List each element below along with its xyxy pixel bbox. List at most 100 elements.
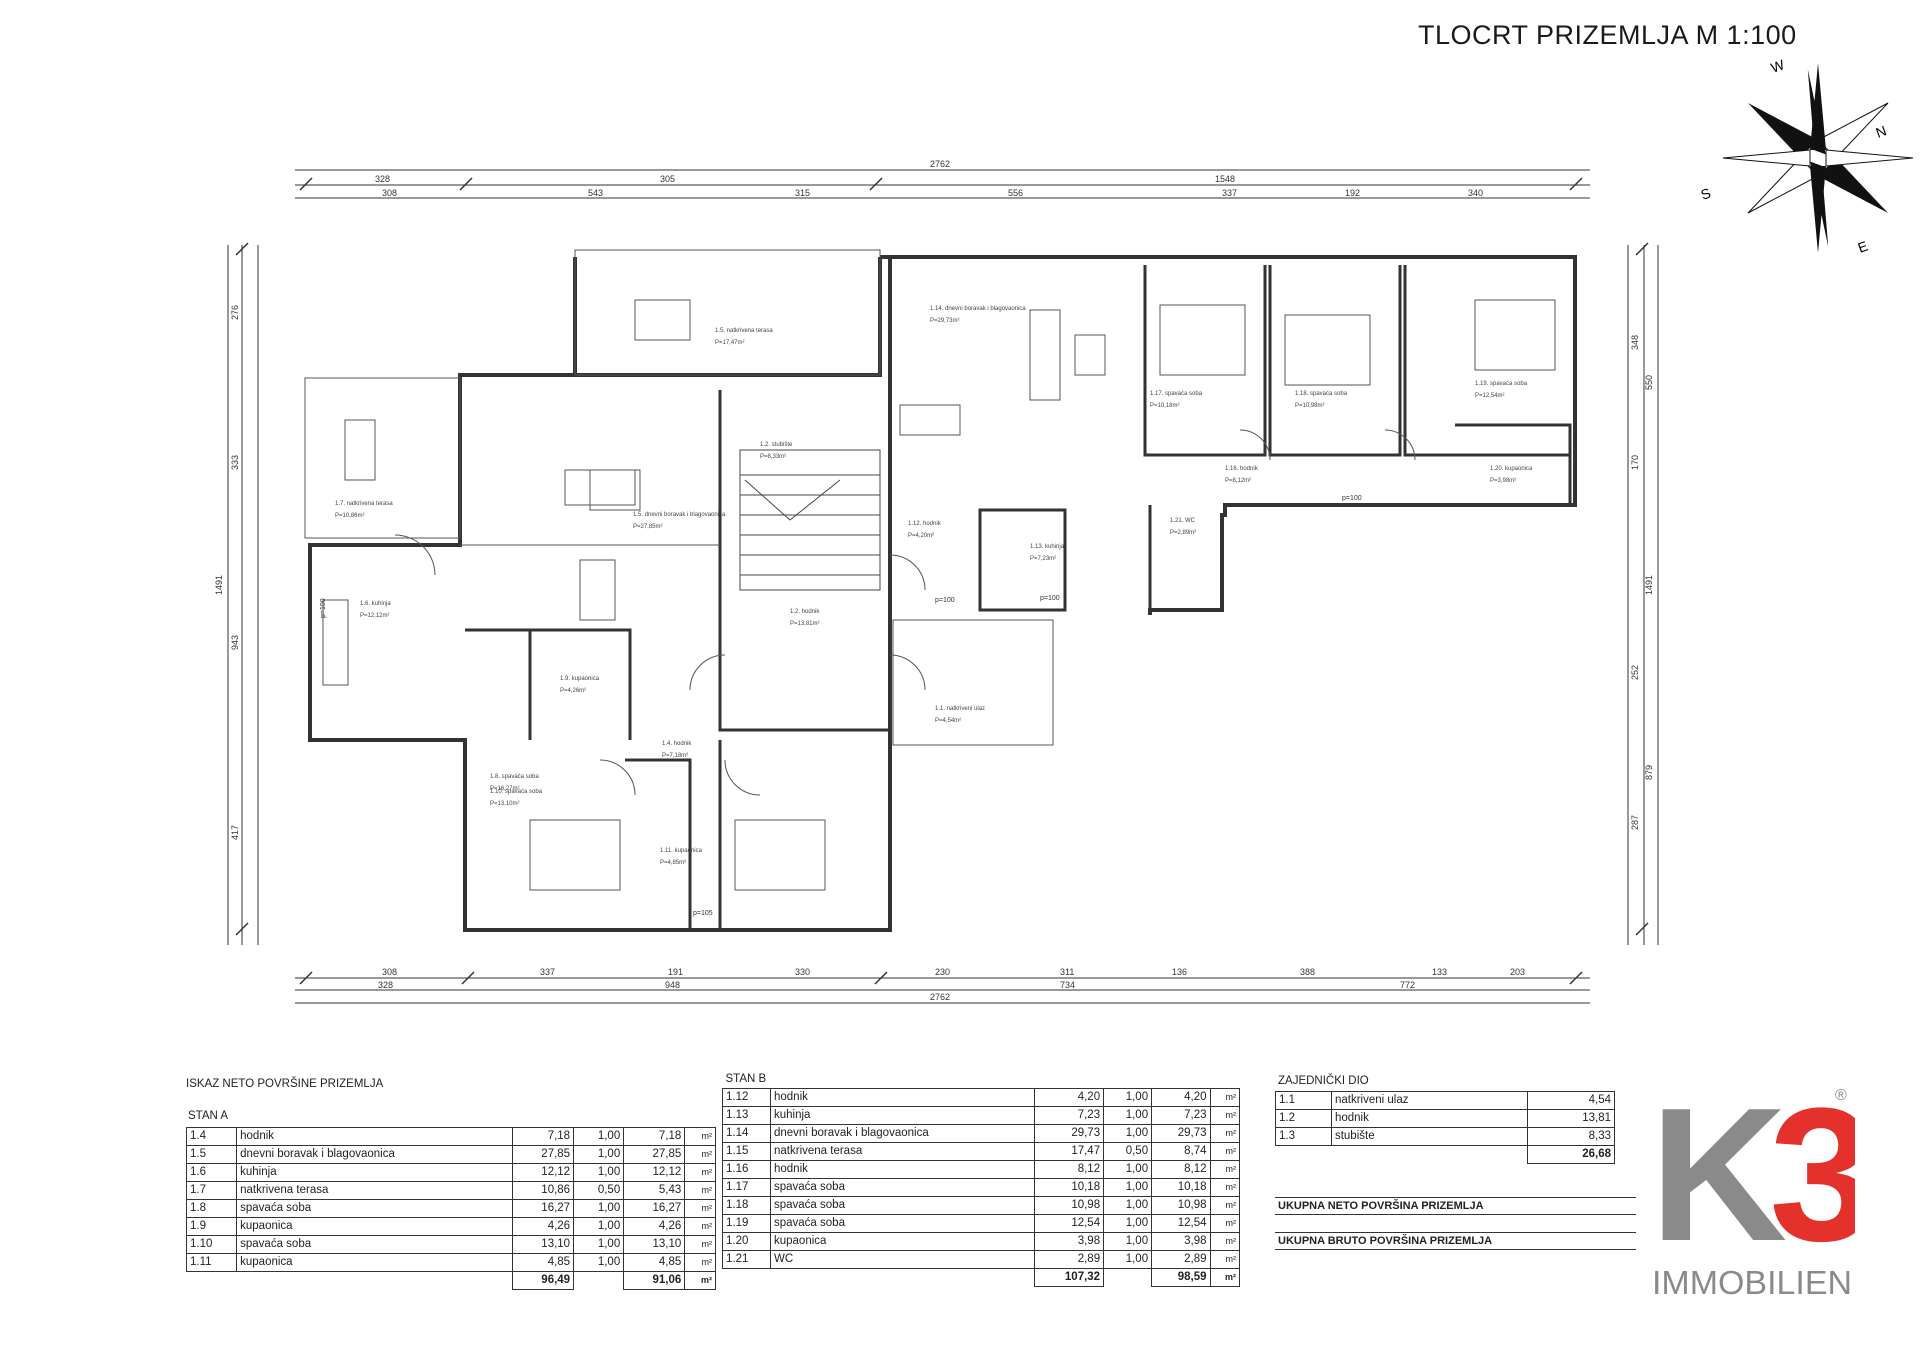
room-area: P=13,10m² [490,801,520,807]
table-cell: 1,00 [1103,1178,1153,1197]
dim-bottom1-5: 311 [1060,967,1074,977]
summary-neto: UKUPNA NETO POVRŠINA PRIZEMLJA [1275,1197,1636,1215]
summary-bruto: UKUPNA BRUTO POVRŠINA PRIZEMLJA [1275,1232,1636,1250]
dim-top2-3: 315 [795,188,810,198]
table-empty-cell [1331,1146,1527,1164]
room-area: P=29,73m² [930,318,960,324]
room-area: P=17,47m² [715,340,745,346]
room-label: 1.4. hodnik [662,741,692,747]
table-cell: 1.20 [722,1232,771,1251]
room-label: 1.12. hodnik [908,521,942,527]
table-cell: 4,20 [1151,1088,1211,1107]
table-unit: m² [684,1181,716,1200]
room-label: 1.19. spavaća soba [1475,381,1528,387]
room-area: P=4,85m² [660,860,686,866]
table-cell: 7,18 [623,1127,686,1146]
table-cell: 7,23 [1151,1106,1211,1125]
table-cell: 1,00 [1103,1088,1153,1107]
room-label: 1.20. kupaonica [1490,466,1533,472]
table-cell: kupaonica [236,1217,514,1236]
logo-immobilien: IMMOBILIEN [1652,1264,1852,1300]
drawing-title: TLOCRT PRIZEMLJA M 1:100 [1418,20,1797,50]
table-cell: 1,00 [573,1127,625,1146]
table-cell: 8,33 [1526,1127,1616,1146]
table-header-row: STAN B [723,1071,1240,1089]
room-area: P=3,98m² [1490,478,1516,484]
table-total-cell: 96,49 [512,1271,575,1290]
table-total-cell: 91,06 [623,1271,686,1290]
table-cell: 8,12 [1151,1160,1211,1179]
level-marker-0: p=100 [935,597,955,604]
table-cell: 1.5 [185,1145,238,1164]
table-cell: 4,26 [623,1217,686,1236]
table-unit: m² [684,1253,716,1272]
table-cell: 8,12 [1034,1160,1105,1179]
table-cell: 1.11 [185,1253,238,1272]
table-cell: kuhinja [236,1163,514,1182]
table-cell: 0,50 [573,1181,625,1200]
room-label: 1.8. spavaća soba [490,774,539,780]
dim-top1-b: 1548 [1215,174,1235,184]
table-cell: 1,00 [573,1145,625,1164]
table-unit: m² [684,1127,716,1146]
dim-bottom2-3: 772 [1400,980,1415,990]
room-area: P=13,81m² [790,621,820,627]
table-cell: 1.21 [722,1250,771,1269]
table-empty-cell [237,1272,513,1290]
table-cell: 29,73 [1034,1124,1105,1143]
table-cell: kupaonica [236,1253,514,1272]
table-total-cell: 98,59 [1151,1268,1211,1287]
table-cell: 1.8 [185,1199,238,1218]
dim-right-1: 550 [1644,375,1654,390]
table-cell: 2,89 [1151,1250,1211,1269]
dim-right-total: 1491 [1644,575,1654,595]
logo-k3-mark: K3 [1650,1080,1855,1281]
table-unit: m² [1209,1106,1241,1125]
table-cell: 2,89 [1034,1250,1105,1269]
table-cell: 29,73 [1151,1124,1211,1143]
dim-left-1: 333 [230,455,240,470]
table-cell: dnevni boravak i blagovaonica [236,1145,514,1164]
table-cell: spavaća soba [769,1178,1036,1197]
table-cell: 1,00 [1103,1250,1153,1269]
table-cell: 12,12 [512,1163,575,1182]
dim-overall-top: 2762 [930,159,950,169]
dim-right-4: 879 [1644,765,1654,780]
table-cell: 4,85 [623,1253,686,1272]
dim-right-2: 170 [1630,455,1640,470]
table-unit: m² [1209,1124,1241,1143]
table-cell: 10,18 [1034,1178,1105,1197]
room-area: P=27,85m² [633,524,663,530]
room-area: P=8,33m² [760,454,786,460]
room-label: 1.10. spavaća soba [490,789,543,795]
room-label: 1.17. spavaća soba [1150,391,1203,397]
table-unit: m² [1209,1250,1241,1269]
room-area: P=7,18m² [662,753,688,759]
table-cell: spavaća soba [769,1214,1036,1233]
table-empty-cell [723,1269,771,1287]
table-cell: spavaća soba [236,1235,514,1254]
table-cell: 1,00 [1103,1232,1153,1251]
dim-top1-a: 328 [375,174,390,184]
dim-bottom1-7: 388 [1300,967,1315,977]
room-area: P=16,27m² [490,786,520,792]
table-cell: 16,27 [512,1199,575,1218]
room-area: P=4,20m² [908,533,934,539]
table-cell: 12,54 [1034,1214,1105,1233]
table-cell: 1.12 [722,1088,771,1107]
compass-s: S [1699,185,1713,203]
dim-bottom1-0: 308 [382,967,397,977]
room-label: 1.2. stubište [760,442,793,448]
table-cell: 3,98 [1034,1232,1105,1251]
table-a-header: STAN A [188,1110,229,1122]
